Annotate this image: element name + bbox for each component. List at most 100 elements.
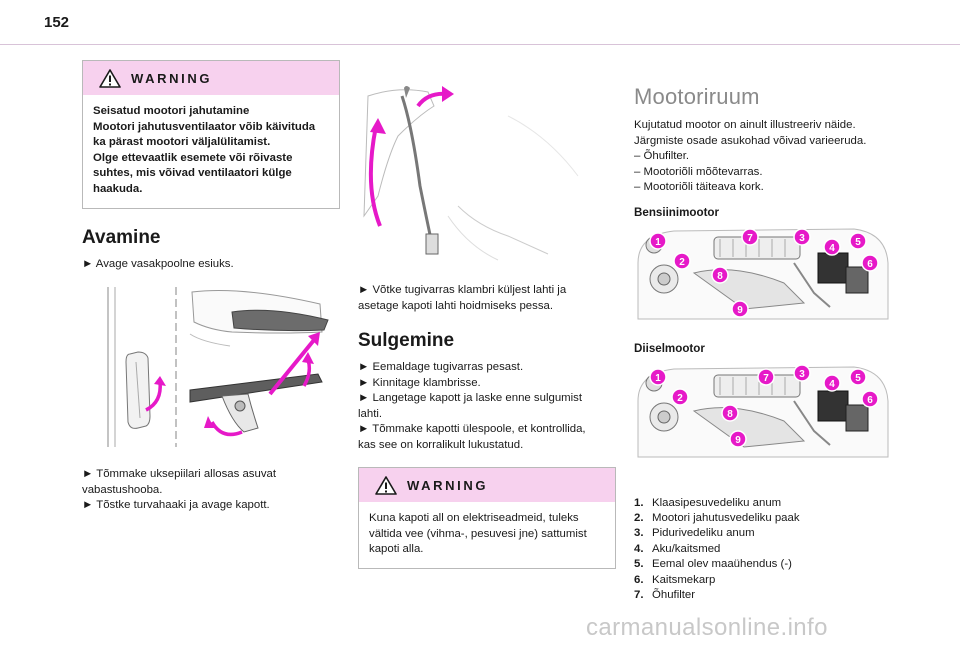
- callout-marker: 2: [671, 387, 689, 406]
- intro-line: Järgmiste osade asukohad võivad varieeru…: [634, 134, 867, 147]
- callout-number: 1: [655, 236, 661, 247]
- column-3: Mootoriruum Kujutatud mootor on ainult i…: [634, 60, 892, 603]
- step-line: ► Langetage kapott ja laske enne sulgumi…: [358, 392, 583, 404]
- component-legend: 1.Klaasipesuvedeliku anum 2.Mootori jahu…: [634, 496, 892, 604]
- callout-number: 5: [855, 236, 861, 247]
- callout-marker: 9: [729, 429, 747, 448]
- step-line: ► Eemaldage tugivarras pesast.: [358, 361, 524, 373]
- callout-number: 3: [799, 368, 805, 379]
- callout-number: 7: [763, 372, 769, 383]
- callout-number: 8: [717, 270, 723, 281]
- page-number: 152: [44, 14, 70, 31]
- legend-item: 3.Pidurivedeliku anum: [634, 527, 755, 540]
- prop-rod-illustration: [363, 86, 579, 261]
- callout-number: 9: [735, 434, 741, 445]
- callout-number: 6: [867, 394, 873, 405]
- warning-title: WARNING: [407, 477, 489, 493]
- warning-line: ka pärast mootori väljalülitamist.: [93, 136, 271, 149]
- warning-text: Kuna kapoti all on elektriseadmeid, tule…: [359, 502, 615, 568]
- diesel-engine-diagram: 1 2 7 8 3 4 56 9: [637, 363, 889, 457]
- step-pull-lever: ► Tõmmake uksepiilari allosas asuvat vab…: [82, 467, 340, 498]
- callout-number: 7: [747, 232, 753, 243]
- step-line: ► Võtke tugivarras klambri küljest lahti…: [358, 284, 567, 296]
- warning-box-electrical: WARNING Kuna kapoti all on elektriseadme…: [358, 467, 616, 569]
- warning-box-cooling: WARNING Seisatud mootori jahutamine Moot…: [82, 60, 340, 209]
- callout-number: 3: [799, 232, 805, 243]
- callout-marker: 1: [649, 367, 667, 386]
- section-title-engine-bay: Mootoriruum: [634, 84, 760, 109]
- warning-triangle-icon: [375, 475, 397, 495]
- legend-item: 6.Kaitsmekarp: [634, 573, 716, 586]
- column-1: WARNING Seisatud mootori jahutamine Moot…: [82, 60, 340, 514]
- callout-number: 6: [867, 258, 873, 269]
- warning-header: WARNING: [83, 61, 339, 95]
- callout-marker: 7: [757, 367, 775, 386]
- legend-item: 2.Mootori jahutusvedeliku paak: [634, 511, 800, 524]
- callout-marker: 4: [823, 237, 841, 256]
- callout-number: 4: [829, 242, 835, 253]
- warning-line: suhtes, mis võivad ventilaatori külge: [93, 167, 292, 180]
- callout-marker: 1: [649, 231, 667, 250]
- step-lift-hood: ► Tõstke turvahaaki ja avage kapott.: [82, 499, 270, 512]
- warning-line: haakuda.: [93, 182, 143, 195]
- callout-marker: 3: [793, 227, 811, 246]
- callout-number: 2: [679, 256, 685, 267]
- warning-triangle-icon: [99, 68, 121, 88]
- callout-number: 5: [855, 372, 861, 383]
- intro-line: – Õhufilter.: [634, 150, 690, 162]
- legend-item: 4.Aku/kaitsmed: [634, 542, 721, 555]
- hood-release-illustration: [107, 287, 329, 448]
- section-title-closing: Sulgemine: [358, 330, 455, 351]
- callout-number: 9: [737, 304, 743, 315]
- intro-line: Kujutatud mootor on ainult illustreeriv …: [634, 119, 856, 131]
- step-line: asetage kapoti lahti hoidmiseks pessa.: [358, 299, 554, 312]
- step-line: kas see on korralikult lukustatud.: [358, 438, 524, 451]
- callout-marker: 6: [861, 253, 879, 272]
- warning-line: Olge ettevaatlik esemete või rõivaste: [93, 151, 293, 164]
- callout-marker: 8: [721, 403, 739, 422]
- callout-number: 1: [655, 372, 661, 383]
- legend-item: 5.Eemal olev maaühendus (-): [634, 558, 792, 571]
- callout-marker: 5: [849, 231, 867, 250]
- watermark: carmanualsonline.info: [586, 614, 828, 641]
- callout-marker: 4: [823, 373, 841, 392]
- intro-line: – Mootoriõli täiteava kork.: [634, 181, 764, 193]
- callout-number: 2: [677, 392, 683, 403]
- legend-item: 7.Õhufilter: [634, 588, 696, 601]
- callout-marker: 9: [731, 299, 749, 318]
- intro-line: – Mootoriõli mõõtevarras.: [634, 165, 763, 178]
- callout-marker: 5: [849, 367, 867, 386]
- warning-header: WARNING: [359, 468, 615, 502]
- engine-sketch: [637, 365, 889, 457]
- warning-line: Mootori jahutusventilaator võib käivitud…: [93, 120, 316, 133]
- step-line: vabastushooba.: [82, 483, 163, 496]
- petrol-engine-diagram: 1 2 7 8 3 4 56 9: [637, 227, 889, 319]
- legend-item: 1.Klaasipesuvedeliku anum: [634, 496, 782, 509]
- step-prop-rod: ► Võtke tugivarras klambri küljest lahti…: [358, 283, 616, 314]
- callout-number: 4: [829, 378, 835, 389]
- section-title-opening: Avamine: [82, 226, 161, 248]
- warning-line: Kuna kapoti all on elektriseadmeid, tule…: [369, 512, 579, 524]
- warning-line: kapoti alla.: [369, 543, 424, 556]
- callout-marker: 2: [673, 251, 691, 270]
- warning-title: WARNING: [131, 70, 213, 86]
- petrol-engine-title: Bensiinimootor: [634, 205, 720, 219]
- callout-marker: 8: [711, 265, 729, 284]
- warning-line: vältida vee (vihma-, pesuvesi jne) sattu…: [369, 527, 587, 540]
- step-line: lahti.: [358, 407, 383, 420]
- closing-steps: ► Eemaldage tugivarras pesast. ► Kinnita…: [358, 360, 616, 453]
- top-rule: [0, 44, 960, 45]
- warning-line: Seisatud mootori jahutamine: [93, 105, 250, 117]
- step-line: ► Tõmmake kapotti ülespoole, et kontroll…: [358, 423, 586, 435]
- callout-marker: 3: [793, 363, 811, 382]
- warning-text: Seisatud mootori jahutamine Mootori jahu…: [83, 95, 339, 208]
- callout-marker: 6: [861, 389, 879, 408]
- callout-marker: 7: [741, 227, 759, 246]
- step-open-door: ► Avage vasakpoolne esiuks.: [82, 257, 234, 270]
- step-line: ► Tõmmake uksepiilari allosas asuvat: [82, 468, 277, 481]
- column-2: ► Võtke tugivarras klambri küljest lahti…: [358, 60, 616, 569]
- engine-intro: Kujutatud mootor on ainult illustreeriv …: [634, 118, 892, 196]
- diesel-engine-title: Diiselmootor: [634, 341, 705, 355]
- callout-number: 8: [727, 408, 733, 419]
- step-line: ► Kinnitage klambrisse.: [358, 376, 481, 389]
